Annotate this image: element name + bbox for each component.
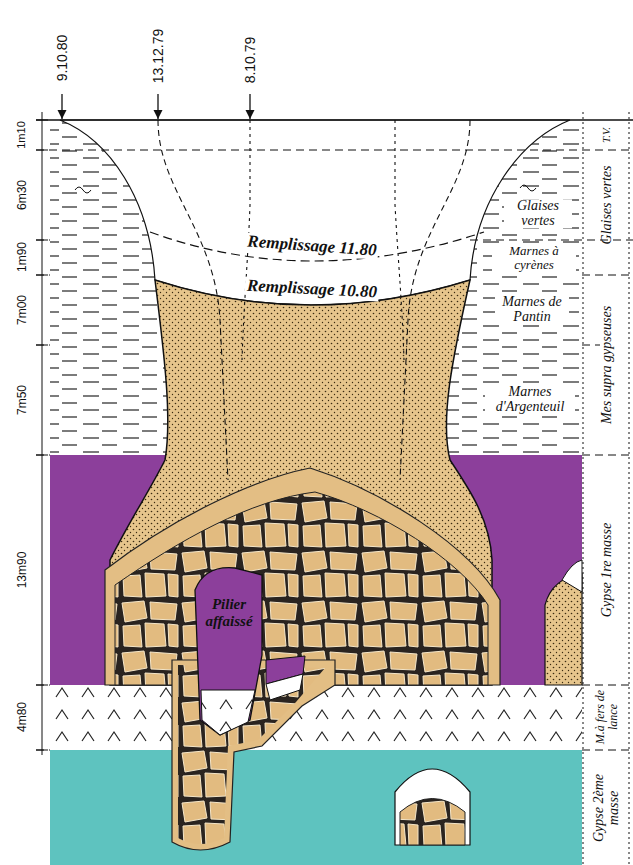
date-label: 8.10.79 [243,37,258,84]
formation-name: M.à fers de lance [594,687,619,747]
formation-name: Gypse 1re masse [600,523,615,617]
small-void [562,560,582,592]
formation-name: Mes supra gypseuses [600,306,615,424]
profile-13-12-79 [400,120,470,480]
cavity [395,769,470,845]
thickness-dimension: 6m30 [16,180,29,210]
formation-name: Gypse 2ème masse [592,763,621,853]
date-label: 13.12.79 [151,29,166,84]
date-label: 9.10.80 [55,35,70,82]
clay-mark [75,187,91,193]
gypsum-second-mass [50,750,582,865]
thickness-dimension: 1m90 [16,242,29,272]
pillar-base [201,690,255,735]
layer-name: Marnes de Pantin [495,295,569,324]
bed-boundary [36,150,633,151]
thickness-dimension: 4m80 [16,702,29,732]
dimension-line [36,112,48,755]
collapsed-pillar: Pilier affaissé [190,562,266,738]
layer-name: T.V. [601,127,613,143]
crater-void [60,120,570,305]
thickness-dimension: 13m90 [16,552,29,589]
pillar-shape [195,568,262,735]
pillar-outline [190,562,266,738]
thickness-dimension: 7m00 [16,295,29,325]
bed-boundaries [36,240,633,750]
profile-13-12-79 [158,120,228,480]
collapsed-slab [266,674,303,700]
column-rules [583,112,629,865]
clay-mark [520,185,536,191]
layer-name: Marnes d'Argenteuil [485,385,575,414]
rubble-blocks [115,492,488,685]
rubble-halo [105,468,500,685]
sand-mound [545,574,582,685]
profile-8-10-79 [395,120,404,360]
thickness-dimension: 1m10 [16,121,28,149]
layer-name: Marnes à cyrènes [492,244,576,271]
ground-surface [36,119,633,120]
cavity-rubble [400,799,465,846]
date-arrows [62,94,250,119]
filling-line [150,232,484,261]
pillar-label: Pilier affaissé [198,596,260,629]
thickness-dimension: 7m50 [16,385,29,415]
formation-name: Glaises vertes [600,166,615,245]
gypsum-first-mass [50,455,582,685]
layer-name: Glaises vertes [504,199,572,228]
